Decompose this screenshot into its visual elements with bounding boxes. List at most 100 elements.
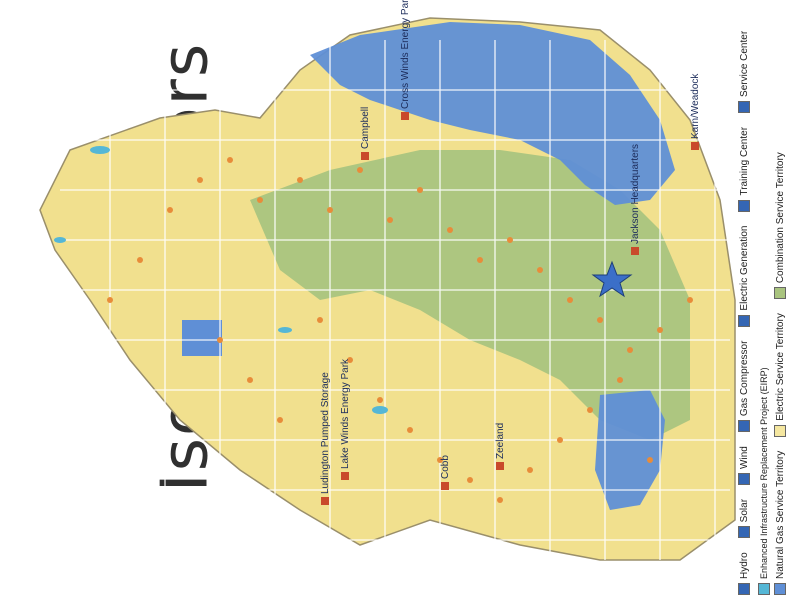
service-center-icon[interactable] bbox=[317, 317, 323, 323]
service-center-icon[interactable] bbox=[647, 457, 653, 463]
legend-item: Electric Service Territory bbox=[774, 313, 786, 437]
service-center-icon[interactable] bbox=[537, 267, 543, 273]
legend-item: Combination Service Territory bbox=[774, 152, 786, 300]
electric-generation-icon bbox=[691, 142, 700, 150]
wind-icon bbox=[341, 472, 350, 480]
place-marker[interactable]: Zeeland bbox=[495, 423, 506, 470]
service-center-icon[interactable] bbox=[477, 257, 483, 263]
legend-label: Electric Service Territory bbox=[774, 313, 786, 421]
service-center-icon[interactable] bbox=[137, 257, 143, 263]
legend-territories: Natural Gas Service Territory Electric Se… bbox=[772, 30, 791, 600]
service-center-icon[interactable] bbox=[167, 207, 173, 213]
legend: Hydro Solar Wind Gas Compressor Electric Gen… bbox=[732, 30, 791, 600]
service-center-icon[interactable] bbox=[627, 347, 633, 353]
legend-label: Wind bbox=[738, 446, 750, 469]
legend-item: Training Center bbox=[738, 127, 750, 212]
county-grid bbox=[60, 40, 730, 560]
service-center-icon[interactable] bbox=[347, 357, 353, 363]
solar-icon bbox=[738, 526, 750, 539]
legend-label: Training Center bbox=[738, 126, 750, 196]
hydro-icon bbox=[738, 583, 750, 595]
service-center-icon[interactable] bbox=[467, 477, 473, 483]
place-marker[interactable]: Lake Winds Energy Park bbox=[340, 359, 351, 480]
service-center-icon[interactable] bbox=[247, 377, 253, 383]
wind-icon bbox=[738, 472, 750, 485]
territory-swatch-icon bbox=[774, 424, 786, 437]
headquarters-icon bbox=[631, 247, 640, 255]
legend-label: Service Center bbox=[738, 30, 750, 97]
service-center-icon[interactable] bbox=[657, 327, 663, 333]
place-label: Lake Winds Energy Park bbox=[340, 358, 351, 469]
service-center-icon[interactable] bbox=[377, 397, 383, 403]
legend-row1: Hydro Solar Wind Gas Compressor Electric Gen… bbox=[732, 30, 754, 600]
legend-item: Enhanced Infrastructure Replacement Proj… bbox=[758, 367, 770, 595]
service-centers bbox=[107, 157, 693, 503]
service-center-icon[interactable] bbox=[387, 217, 393, 223]
legend-label: Solar bbox=[738, 498, 750, 523]
service-center-icon[interactable] bbox=[107, 297, 113, 303]
service-center-icon[interactable] bbox=[527, 467, 533, 473]
service-center-icon bbox=[738, 100, 750, 113]
service-center-icon[interactable] bbox=[497, 497, 503, 503]
service-center-icon[interactable] bbox=[687, 297, 693, 303]
service-center-icon[interactable] bbox=[327, 207, 333, 213]
territory-swatch-icon bbox=[774, 287, 786, 300]
place-label: Cross Winds Energy Park bbox=[400, 0, 411, 109]
eirp-icon bbox=[758, 583, 770, 595]
gas-territory-north bbox=[310, 22, 675, 205]
place-label: Ludington Pumped Storage bbox=[320, 372, 331, 494]
headquarters-star[interactable] bbox=[591, 260, 633, 298]
place-marker[interactable]: Campbell bbox=[360, 107, 371, 160]
legend-item: Electric Generation bbox=[738, 226, 750, 327]
place-label: Karn/Weadock bbox=[690, 73, 701, 139]
gas-territory-west bbox=[182, 320, 222, 356]
service-center-icon[interactable] bbox=[417, 187, 423, 193]
territory-swatch-icon bbox=[774, 583, 786, 595]
electric-generation-icon bbox=[496, 462, 505, 470]
legend-item: Wind bbox=[738, 446, 750, 485]
electric-generation-icon bbox=[361, 152, 370, 160]
training-center-icon bbox=[738, 199, 750, 212]
place-marker[interactable]: Cobb bbox=[440, 455, 451, 490]
service-center-icon[interactable] bbox=[217, 337, 223, 343]
service-center-icon[interactable] bbox=[507, 237, 513, 243]
legend-row2: Enhanced Infrastructure Replacement Proj… bbox=[754, 30, 772, 600]
legend-item: Solar bbox=[738, 498, 750, 539]
legend-item: Hydro bbox=[738, 552, 750, 595]
electric-generation-icon bbox=[321, 497, 330, 505]
service-center-icon[interactable] bbox=[257, 197, 263, 203]
service-center-icon[interactable] bbox=[197, 177, 203, 183]
legend-item: Gas Compressor bbox=[738, 341, 750, 433]
service-center-icon[interactable] bbox=[557, 437, 563, 443]
service-center-icon[interactable] bbox=[617, 377, 623, 383]
inland-lakes bbox=[54, 146, 388, 414]
legend-label: Combination Service Territory bbox=[774, 152, 786, 284]
legend-label: Hydro bbox=[738, 552, 750, 579]
place-marker[interactable]: Jackson Headquarters bbox=[630, 144, 641, 255]
service-center-icon[interactable] bbox=[567, 297, 573, 303]
legend-label: Natural Gas Service Territory bbox=[774, 450, 786, 579]
place-label: Jackson Headquarters bbox=[630, 143, 641, 244]
place-label: Zeeland bbox=[495, 422, 506, 459]
place-label: Campbell bbox=[360, 106, 371, 149]
service-center-icon[interactable] bbox=[597, 317, 603, 323]
service-center-icon[interactable] bbox=[357, 167, 363, 173]
place-marker[interactable]: Ludington Pumped Storage bbox=[320, 372, 331, 505]
legend-label: Electric Generation bbox=[738, 225, 750, 311]
service-center-icon[interactable] bbox=[447, 227, 453, 233]
place-label: Cobb bbox=[440, 455, 451, 479]
service-center-icon[interactable] bbox=[277, 417, 283, 423]
electric-generation-icon bbox=[441, 482, 450, 490]
service-center-icon[interactable] bbox=[587, 407, 593, 413]
legend-label: Gas Compressor bbox=[738, 340, 750, 417]
combination-territory bbox=[250, 150, 690, 440]
place-marker[interactable]: Karn/Weadock bbox=[690, 74, 701, 150]
place-marker[interactable]: Cross Winds Energy Park bbox=[400, 0, 411, 120]
service-center-icon[interactable] bbox=[437, 457, 443, 463]
service-center-icon[interactable] bbox=[297, 177, 303, 183]
service-center-icon[interactable] bbox=[227, 157, 233, 163]
legend-item: Service Center bbox=[738, 31, 750, 113]
service-center-icon[interactable] bbox=[407, 427, 413, 433]
